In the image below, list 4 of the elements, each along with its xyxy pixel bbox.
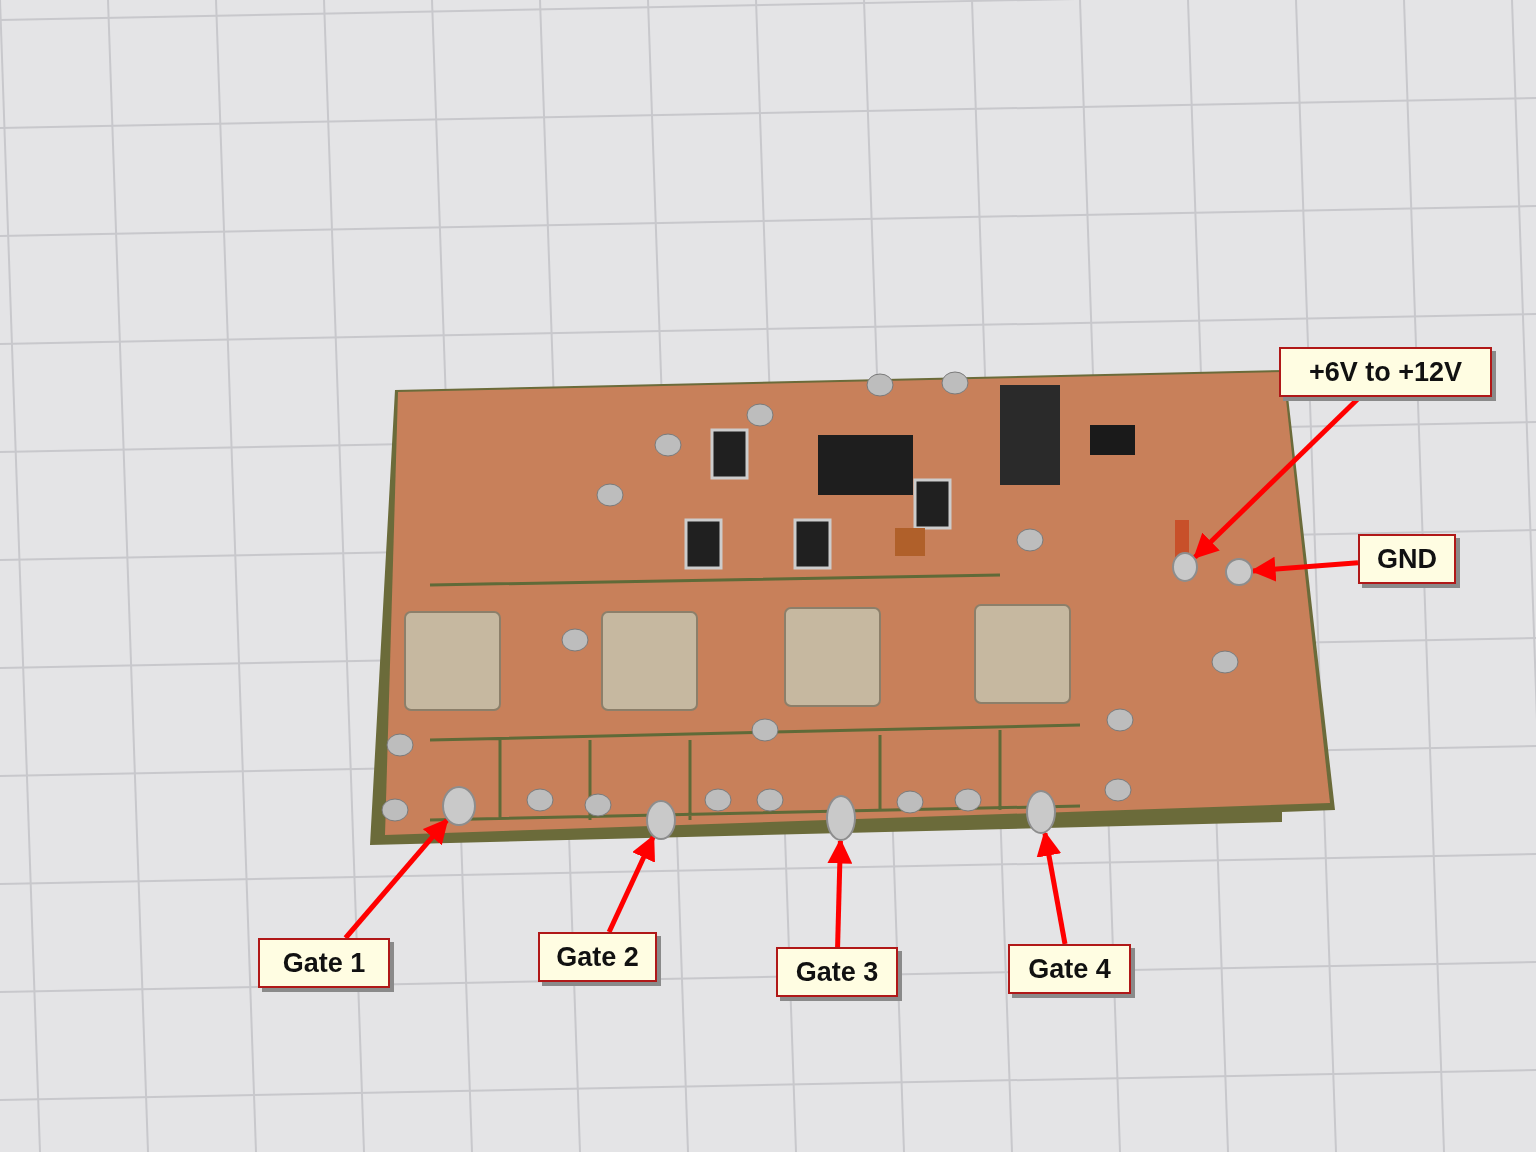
arrow bbox=[1036, 830, 1068, 945]
arrow bbox=[343, 818, 449, 940]
arrow bbox=[606, 834, 656, 934]
arrow bbox=[827, 838, 853, 948]
